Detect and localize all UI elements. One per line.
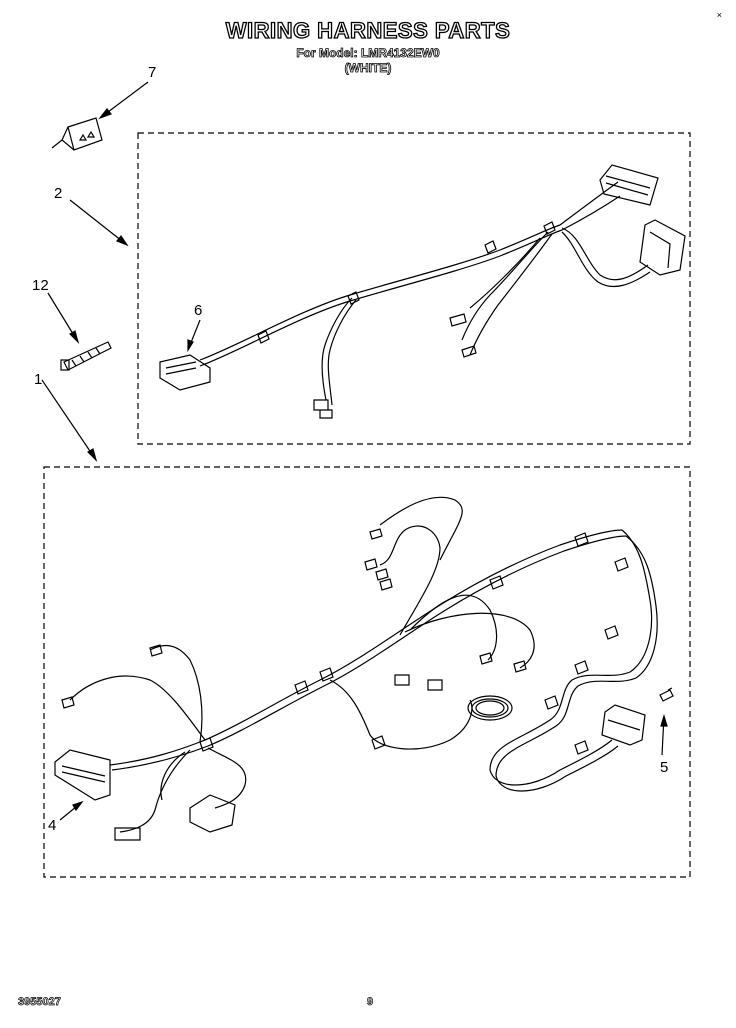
- part-7-clip: [51, 117, 103, 151]
- harness-1-connectors: [54, 528, 674, 841]
- harness-2-connectors: [159, 164, 686, 419]
- callout-7: 7: [148, 64, 157, 81]
- harness-1-box: [43, 466, 691, 878]
- harness-2-wires: [199, 181, 651, 406]
- harness-2-box: [137, 132, 691, 445]
- doc-number: 3955027: [18, 996, 62, 1009]
- callout-12: 12: [32, 277, 49, 294]
- callout-2: 2: [54, 185, 63, 202]
- corner-mark: ×: [716, 10, 722, 20]
- harness-1-wires: [69, 496, 658, 833]
- model-subtitle: For Model: LMR4132EW0 (WHITE): [0, 46, 736, 76]
- page-number: 9: [367, 996, 374, 1009]
- callout-6: 6: [194, 302, 203, 319]
- leader-arrows: [41, 81, 668, 821]
- callout-4: 4: [48, 817, 57, 834]
- part-12-tie-strap: [60, 341, 112, 371]
- callout-1: 1: [34, 371, 43, 388]
- page-title: WIRING HARNESS PARTS: [225, 17, 511, 43]
- color-line: (WHITE): [344, 61, 392, 76]
- model-line: For Model: LMR4132EW0: [296, 46, 440, 61]
- callout-5: 5: [660, 759, 669, 776]
